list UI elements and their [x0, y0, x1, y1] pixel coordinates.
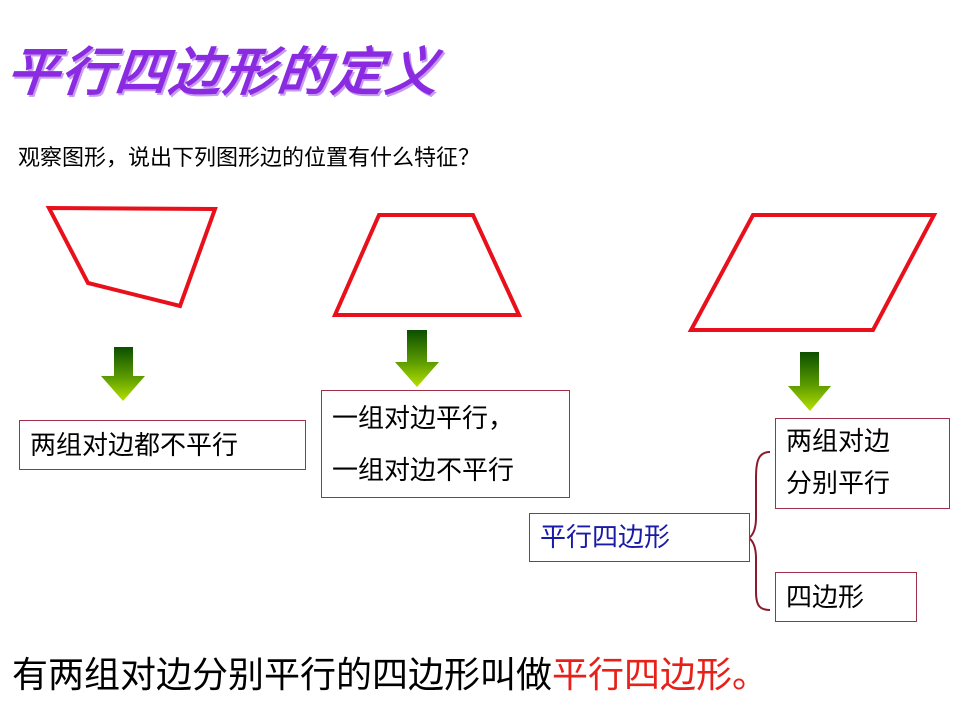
- none-parallel-label: 两组对边都不平行: [30, 431, 239, 461]
- question-text: 观察图形，说出下列图形边的位置有什么特征？: [18, 146, 481, 171]
- parallelogram-box: 平行四边形: [529, 513, 750, 562]
- none-parallel-box: 两组对边都不平行: [19, 420, 306, 470]
- parallelogram-shape: [687, 213, 938, 332]
- two-pairs-parallel-box: 两组对边 分别平行: [775, 418, 950, 509]
- down-arrow-icon: [101, 347, 145, 401]
- quadrilateral-label: 四边形: [786, 583, 865, 613]
- two-pairs-line2: 分别平行: [786, 469, 891, 499]
- trapezoid-feature-box: 一组对边平行， 一组对边不平行: [321, 390, 570, 498]
- trapezoid-feature-line1: 一组对边平行，: [332, 404, 515, 434]
- two-pairs-line1: 两组对边: [786, 427, 891, 457]
- down-arrow-icon: [788, 352, 831, 411]
- conclusion-prefix: 有两组对边分别平行的四边形叫做: [12, 655, 553, 696]
- quadrilateral-box: 四边形: [775, 572, 917, 622]
- down-arrow-icon: [395, 330, 439, 387]
- irregular-quadrilateral-shape: [45, 205, 218, 309]
- brace-icon: [747, 451, 771, 611]
- trapezoid-shape: [331, 213, 523, 317]
- conclusion-text: 有两组对边分别平行的四边形叫做平行四边形。: [12, 646, 768, 698]
- trapezoid-feature-line2: 一组对边不平行: [332, 456, 515, 486]
- parallelogram-label: 平行四边形: [540, 523, 671, 553]
- conclusion-suffix: 。: [732, 655, 769, 696]
- conclusion-highlight: 平行四边形: [552, 655, 733, 696]
